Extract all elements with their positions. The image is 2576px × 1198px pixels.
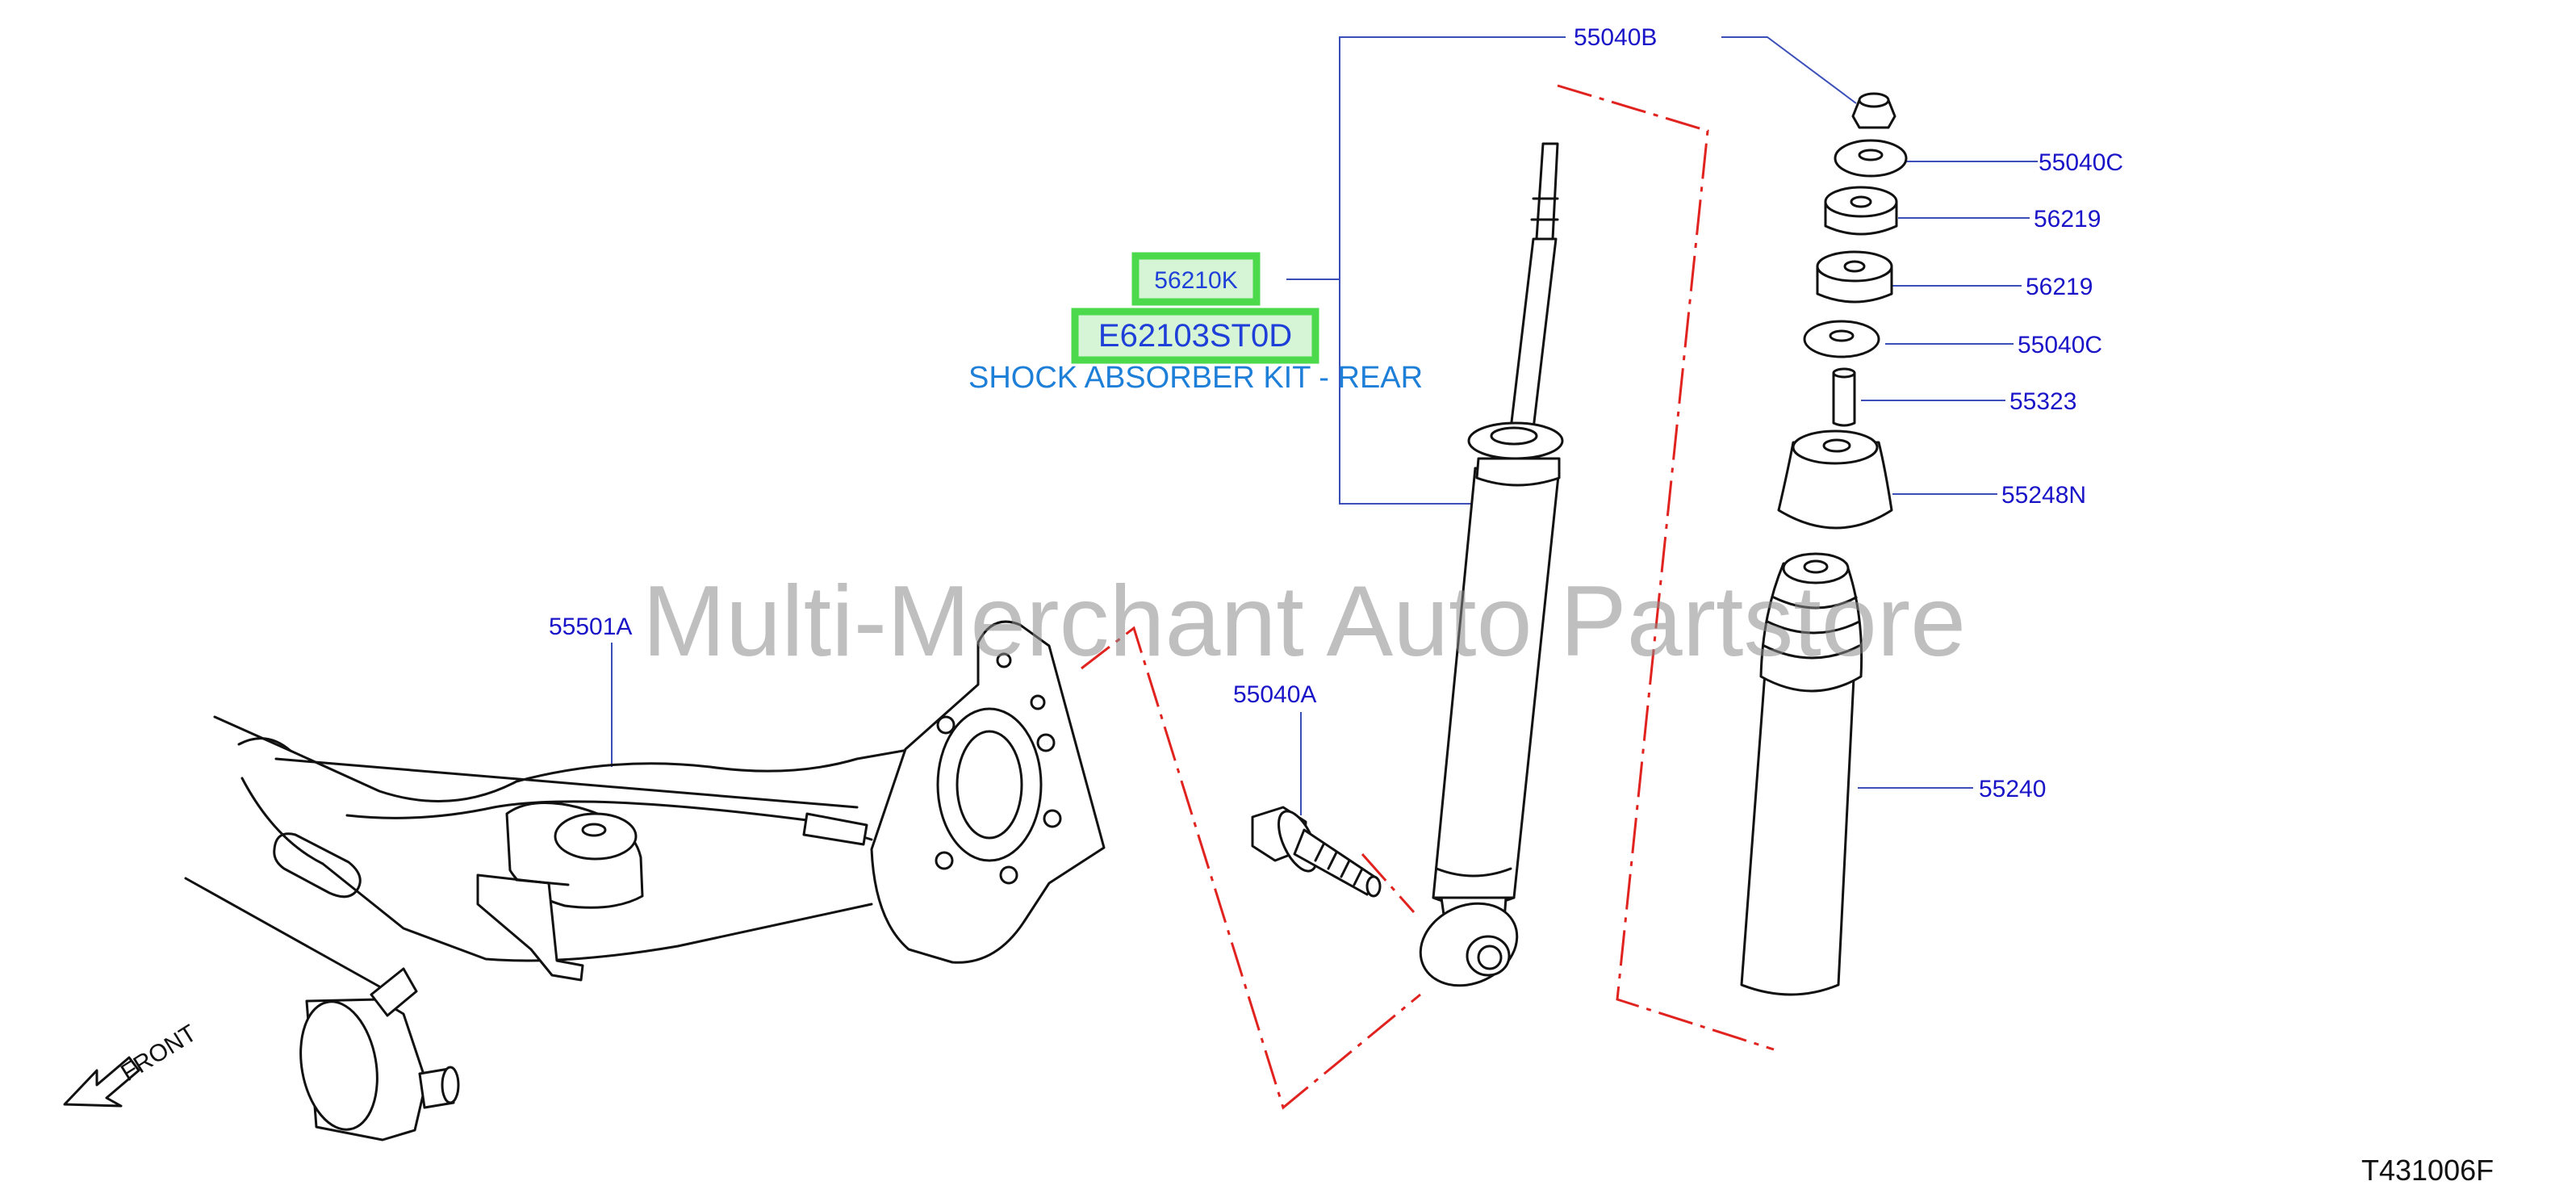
- label-56210K[interactable]: 56210K: [1154, 267, 1237, 294]
- label-55248N[interactable]: 55248N: [2001, 482, 2086, 509]
- leader-lines: [611, 36, 2038, 815]
- label-55040A[interactable]: 55040A: [1233, 681, 1316, 708]
- label-56219-bottom[interactable]: 56219: [2026, 274, 2093, 300]
- label-55040C-top[interactable]: 55040C: [2039, 149, 2123, 176]
- label-55040B[interactable]: 55040B: [1574, 24, 1657, 51]
- highlight-box-kit: [1071, 308, 1319, 364]
- label-56219-top[interactable]: 56219: [2034, 206, 2101, 232]
- label-55501A[interactable]: 55501A: [549, 614, 632, 640]
- diagram-code: T431006F: [2361, 1154, 2494, 1187]
- bolt: [1251, 806, 1382, 898]
- label-55323[interactable]: 55323: [2009, 388, 2076, 415]
- kit-description: SHOCK ABSORBER KIT - REAR: [968, 361, 1423, 395]
- label-55040C-bottom[interactable]: 55040C: [2018, 332, 2102, 358]
- label-55240[interactable]: 55240: [1979, 776, 2046, 802]
- front-direction-label: FRONT: [116, 1020, 201, 1087]
- front-arrow-icon: [63, 1056, 140, 1108]
- axle-beam: [184, 620, 1106, 1141]
- shock-absorber: [1419, 142, 1564, 987]
- kit-part-number[interactable]: E62103ST0D: [1098, 318, 1292, 354]
- highlight-box-56210K: [1131, 252, 1261, 306]
- mount-stack: [1740, 92, 1908, 996]
- watermark: Multi-Merchant Auto Partstore: [642, 566, 1966, 677]
- alignment-lines: [1081, 84, 1775, 1110]
